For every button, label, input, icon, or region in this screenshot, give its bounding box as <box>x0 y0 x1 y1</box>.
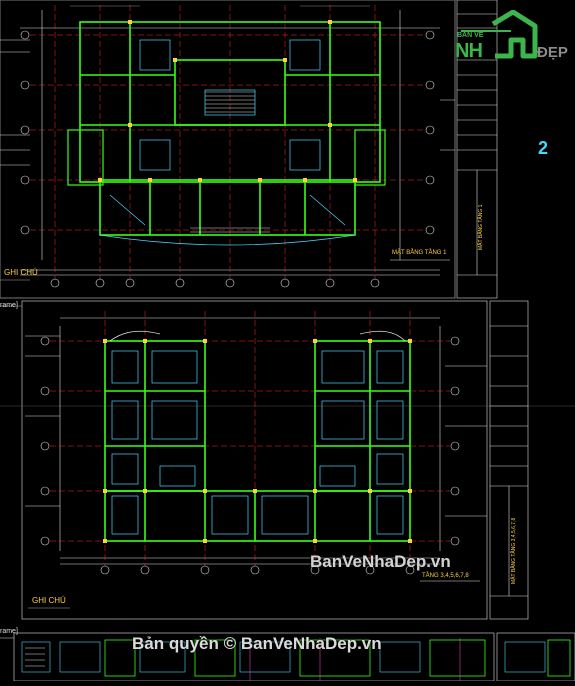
logo-brand-left: NH <box>455 40 483 62</box>
logo: BẢN VẼ NH ĐẸP <box>453 9 573 65</box>
floor-3-8-plan-drawing <box>0 300 575 620</box>
title-block-text: MẶT BẰNG TẦNG 1 <box>478 204 484 250</box>
frame-tag: rame] <box>0 302 18 309</box>
cad-sheet-floor-1: GHI CHÚ MẶT BẰNG TẦNG 1 2 MẶT BẰNG TẦNG … <box>0 0 575 300</box>
logo-top-text: BẢN VẼ <box>457 32 484 39</box>
frame-tag: rame] <box>0 628 18 635</box>
ghi-chu-label: GHI CHÚ <box>32 596 66 605</box>
house-logo-icon <box>461 9 538 59</box>
floor-1-plan-drawing <box>0 0 498 299</box>
site-watermark: BanVeNhaDep.vn <box>310 552 451 571</box>
details-strip-drawing <box>0 632 575 682</box>
floor-title: MẶT BẰNG TẦNG 1 <box>392 250 447 256</box>
cad-sheet-floor-3-8: rame] GHI CHÚ TẦNG 3,4,5,6,7,8 MẶT BẰNG … <box>0 296 575 626</box>
logo-brand-right: ĐẸP <box>537 44 568 61</box>
ghi-chu-label: GHI CHÚ <box>4 268 38 277</box>
copyright-watermark: Bản quyền © BanVeNhaDep.vn <box>132 634 382 653</box>
floor-title: TẦNG 3,4,5,6,7,8 <box>422 573 469 579</box>
title-block-text: MẶT BẰNG TẦNG 3,4,5,6,7,8 <box>511 517 517 584</box>
sheet-number: 2 <box>538 138 549 158</box>
cad-sheet-details: rame] <box>0 628 575 682</box>
